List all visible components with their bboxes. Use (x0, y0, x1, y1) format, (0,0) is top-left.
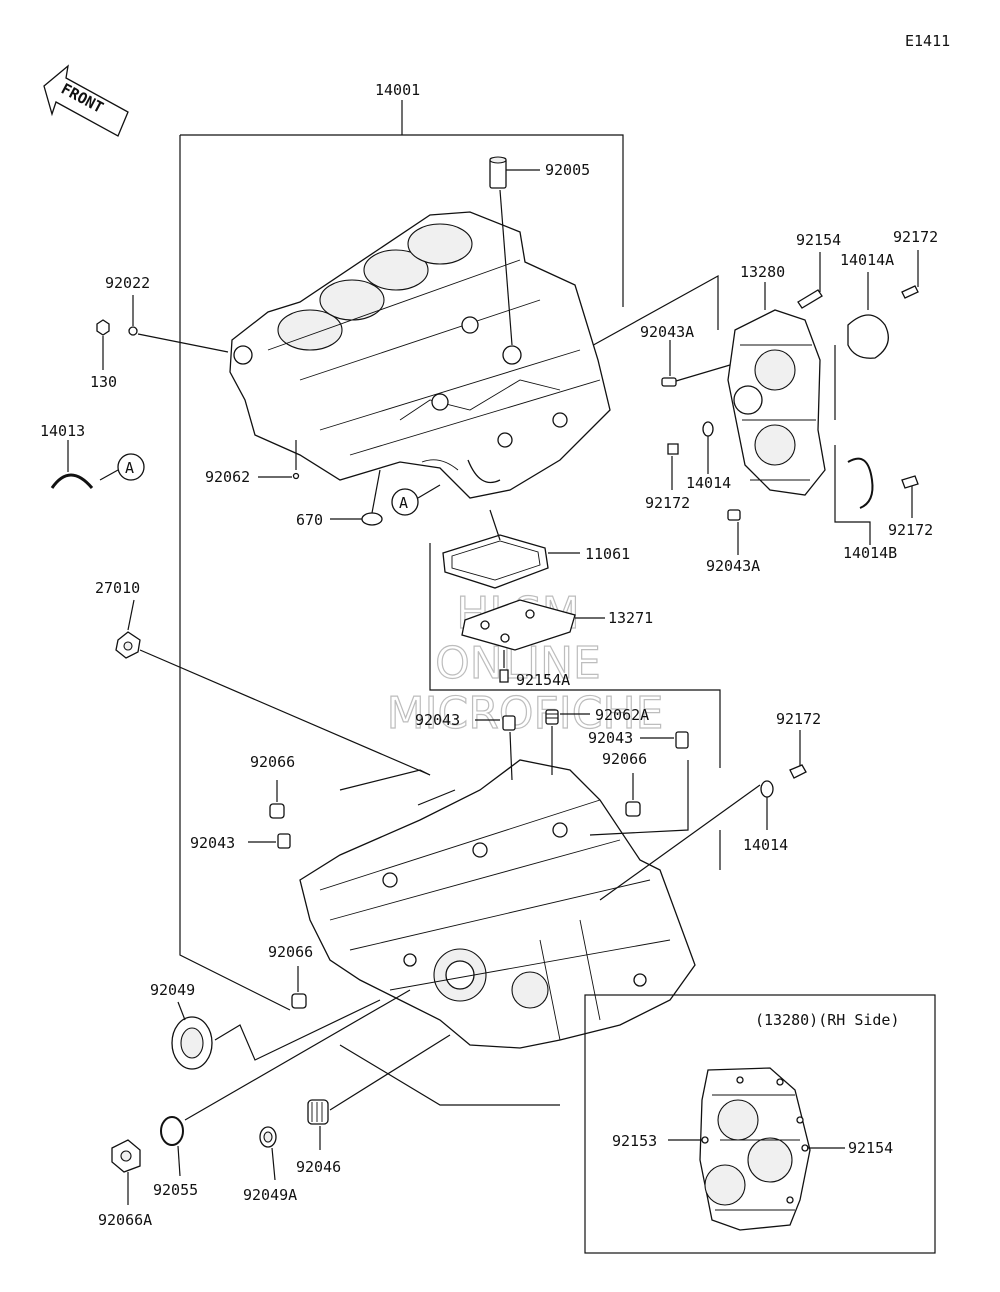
dowel-92043A-bottom (727, 509, 741, 521)
part-label: 92154A (516, 671, 570, 689)
gasket-14014A (847, 314, 889, 359)
bolt-92172-top (901, 285, 919, 299)
part-label: 92172 (888, 521, 933, 539)
part-labels: 14001 92005 92022 130 14013 92062 670 13… (40, 81, 938, 1229)
o-ring-670 (361, 512, 383, 526)
cover-13280 (727, 309, 826, 496)
part-label: 92043 (415, 711, 460, 729)
part-label: 11061 (585, 545, 630, 563)
part-label: 92153 (612, 1132, 657, 1150)
front-arrow: FRONT (43, 64, 129, 137)
part-label: 27010 (95, 579, 140, 597)
part-label: 92066 (602, 750, 647, 768)
diagram-code: E1411 (905, 32, 950, 50)
o-ring-92055 (160, 1116, 184, 1146)
part-label: 92043 (588, 729, 633, 747)
part-label: 670 (296, 511, 323, 529)
part-label: 92172 (776, 710, 821, 728)
dowel-92005 (489, 156, 507, 189)
dowel-92043A-top (661, 377, 677, 387)
washer-92022 (128, 326, 138, 336)
part-label: 92066 (268, 943, 313, 961)
dowel-92043-left (277, 833, 291, 849)
part-label: 14013 (40, 422, 85, 440)
part-label: 92049 (150, 981, 195, 999)
part-label: 92062A (595, 706, 649, 724)
part-label: 14014 (743, 836, 788, 854)
bearing-92046 (307, 1099, 329, 1125)
dowel-92043-right (675, 731, 689, 749)
o-ring-14014-lower (760, 780, 774, 798)
part-label: 92043A (706, 557, 760, 575)
part-label: 14001 (375, 81, 420, 99)
part-label: 92055 (153, 1181, 198, 1199)
callout-a-left-label: A (125, 459, 134, 477)
inset-title: (13280)(RH Side) (755, 1011, 900, 1029)
part-label: 92066 (250, 753, 295, 771)
watermark: HLSM ONLINE MICROFICHE (386, 587, 664, 739)
bolt-92172-right (901, 475, 919, 489)
part-label: 13280 (740, 263, 785, 281)
part-label: 14014 (686, 474, 731, 492)
upper-crankcase (229, 211, 611, 499)
bearing-14013 (50, 473, 94, 489)
gasket-11061 (442, 534, 549, 589)
part-label: 92154 (796, 231, 841, 249)
part-label: 92046 (296, 1158, 341, 1176)
part-label: 92043 (190, 834, 235, 852)
part-label: 92062 (205, 468, 250, 486)
plug-92066-lower (291, 993, 307, 1009)
part-label: 92172 (893, 228, 938, 246)
part-label: 92043A (640, 323, 694, 341)
o-ring-14014-right (702, 421, 714, 437)
part-label: 92066A (98, 1211, 152, 1229)
part-label: 92049A (243, 1186, 297, 1204)
gasket-14014B (847, 457, 874, 509)
plug-92066-right (625, 801, 641, 817)
plug-92062A (545, 709, 559, 725)
plug-92066A (111, 1139, 141, 1173)
circle-callout-a (391, 488, 419, 516)
lower-crankcase (299, 759, 696, 1049)
bolt-92172-lower (789, 764, 807, 779)
oil-seal-92049A (259, 1126, 277, 1148)
part-label: 14014A (840, 251, 894, 269)
part-label: 13271 (608, 609, 653, 627)
callout-a-lower-label: A (399, 494, 408, 512)
part-label: 92005 (545, 161, 590, 179)
bolt-92172-left (667, 443, 679, 455)
assembly-brackets (179, 100, 721, 1106)
part-label: 92022 (105, 274, 150, 292)
part-label: 14014B (843, 544, 897, 562)
plug-92066-left (269, 803, 285, 819)
inset-rh-side: (13280)(RH Side) (584, 994, 936, 1254)
bolt-92154 (797, 289, 823, 309)
part-label: 92172 (645, 494, 690, 512)
plate-13271 (461, 599, 576, 651)
dowel-92043-upper (502, 715, 516, 731)
oil-seal-92049 (171, 1016, 213, 1070)
bolt-130 (96, 319, 110, 336)
switch-27010 (115, 631, 141, 659)
bolt-92154A (499, 669, 509, 683)
callout-a-left (117, 453, 145, 481)
watermark-line-3: MICROFICHE (387, 688, 664, 739)
part-label: 92154 (848, 1139, 893, 1157)
part-label: 130 (90, 373, 117, 391)
